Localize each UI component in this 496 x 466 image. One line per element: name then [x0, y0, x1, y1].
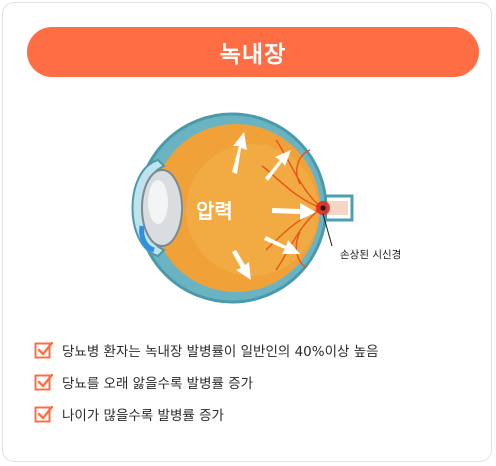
callout-line — [322, 213, 333, 247]
arrow-right — [272, 203, 316, 220]
pressure-arrows — [232, 132, 316, 280]
checkbox-checked-icon — [34, 373, 54, 391]
checkbox-checked-icon — [34, 341, 54, 359]
blood-vessels — [261, 139, 323, 271]
checkbox-checked-icon — [34, 405, 54, 423]
page-title: 녹내장 — [27, 27, 479, 77]
list-item: 나이가 많을수록 발병률 증가 — [34, 404, 379, 424]
info-card: 녹내장 — [2, 2, 492, 462]
iris — [139, 225, 155, 253]
arrow-up — [232, 132, 247, 174]
list-item: 당뇨병 환자는 녹내장 발병률이 일반인의 40%이상 높음 — [34, 340, 379, 360]
list-item: 당뇨를 오래 앓을수록 발병률 증가 — [34, 372, 379, 392]
risk-factor-list: 당뇨병 환자는 녹내장 발병률이 일반인의 40%이상 높음 당뇨를 오래 앓을… — [34, 340, 379, 436]
list-item-text: 당뇨병 환자는 녹내장 발병률이 일반인의 40%이상 높음 — [62, 344, 379, 360]
list-item-text: 당뇨를 오래 앓을수록 발병률 증가 — [62, 376, 254, 392]
damaged-optic-nerve-label: 손상된 시신경 — [340, 248, 401, 261]
arrow-down — [232, 250, 251, 280]
list-item-text: 나이가 많을수록 발병률 증가 — [62, 408, 224, 424]
pressure-label: 압력 — [196, 199, 233, 223]
arrow-down-right — [264, 236, 300, 254]
arrow-up-right — [265, 150, 291, 181]
